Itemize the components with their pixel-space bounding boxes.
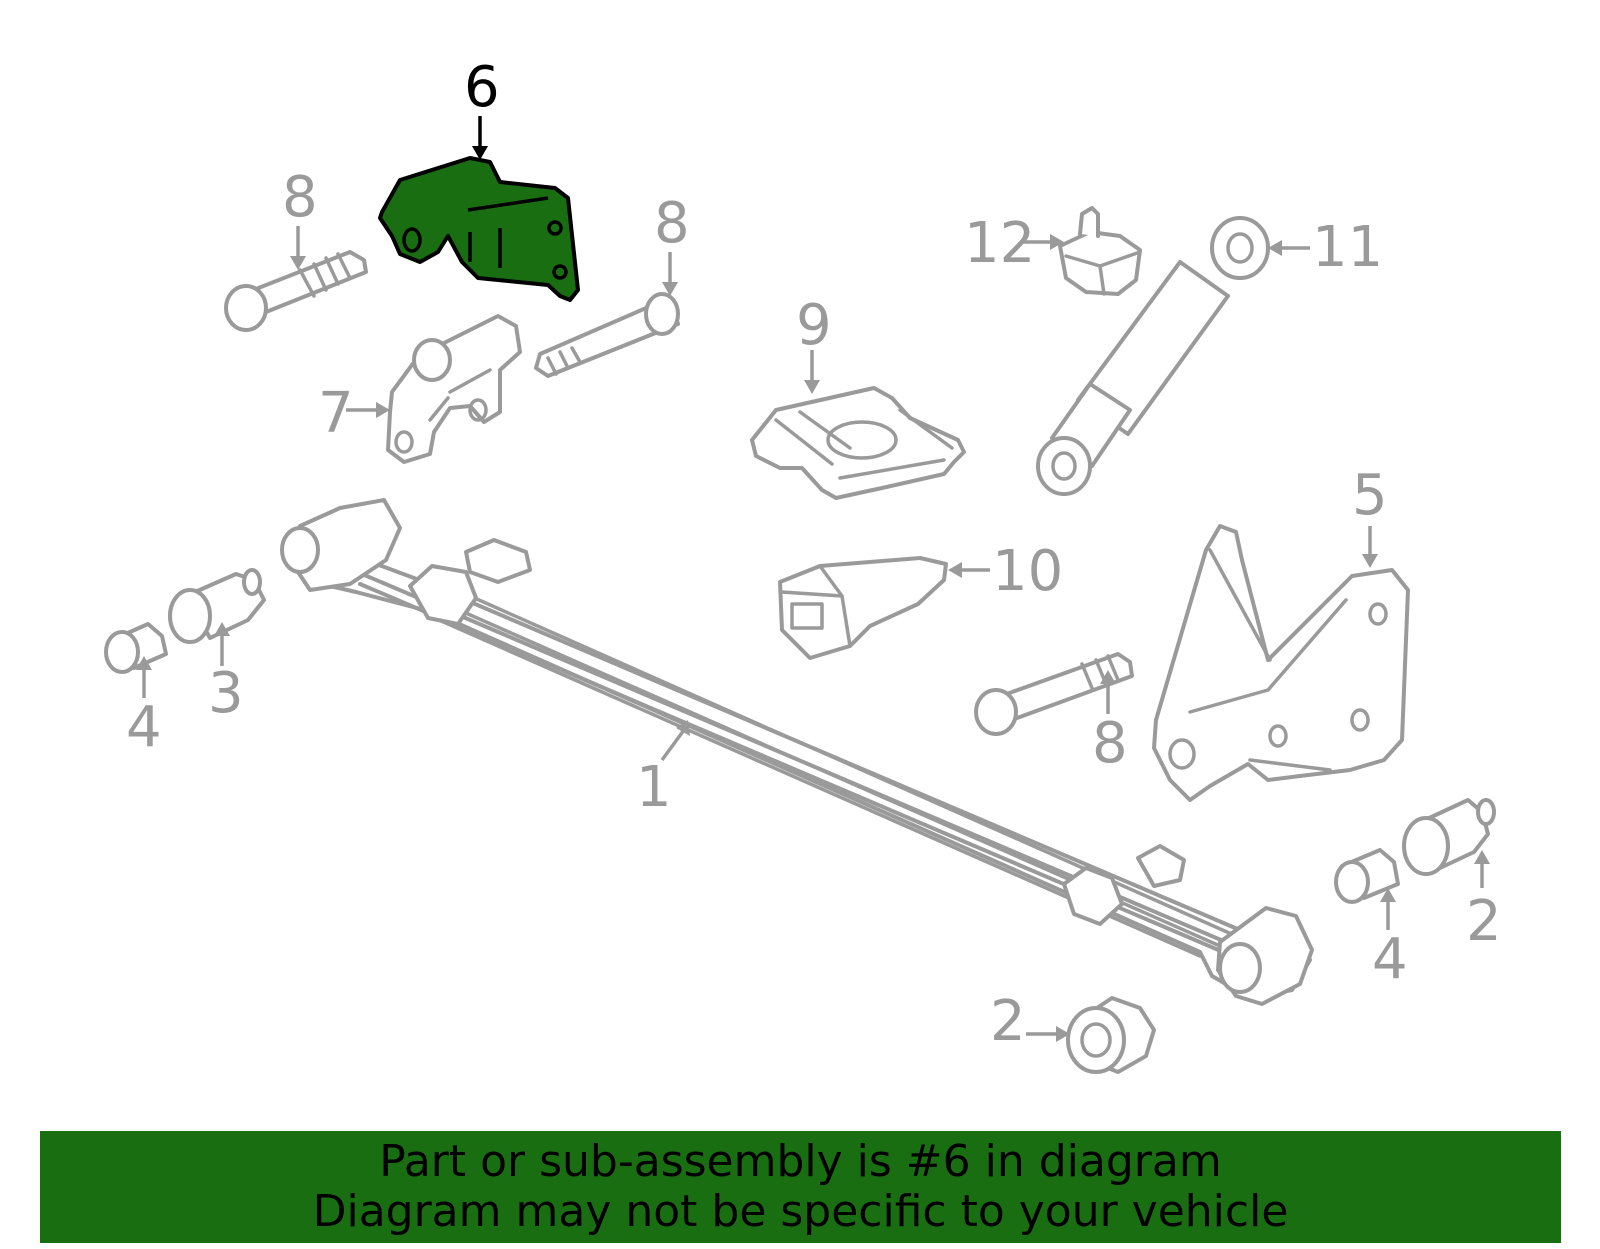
part-1-leaf-spring[interactable] [280,498,1314,1006]
callout-8-right: 8 [1092,711,1128,776]
callout-1: 1 [636,755,672,820]
part-2-bushing-bottom[interactable] [1066,996,1156,1074]
callout-4-left: 4 [126,695,162,760]
callout-10: 10 [992,539,1063,604]
part-2-bushing-right[interactable] [1402,798,1496,876]
callout-4-right: 4 [1372,927,1408,992]
part-4-sleeve-right[interactable] [1334,848,1400,904]
callout-2-bottom: 2 [990,989,1026,1054]
callout-9: 9 [796,293,832,358]
part-8-bolt-right[interactable] [974,652,1134,736]
callout-12: 12 [964,211,1035,276]
part-8-bolt-left[interactable] [224,250,368,332]
part-12-bump-stop[interactable] [1058,206,1142,296]
part-10-bumper[interactable] [778,556,948,660]
callout-7: 7 [318,381,354,446]
part-8-bolt-middle[interactable] [534,292,680,378]
info-banner: Part or sub-assembly is #6 in diagram Di… [40,1131,1561,1243]
part-3-bushing[interactable] [168,568,266,644]
callout-2-right: 2 [1466,889,1502,954]
callout-labels: 6 8 8 7 9 12 11 5 10 8 1 3 4 2 4 2 [126,55,1502,1054]
banner-line-1: Part or sub-assembly is #6 in diagram [379,1136,1222,1187]
callout-6: 6 [464,55,500,120]
callout-11: 11 [1312,215,1383,280]
part-7-shackle[interactable] [386,314,522,464]
callout-8-middle: 8 [654,191,690,256]
callout-3: 3 [208,661,244,726]
banner-line-2: Diagram may not be specific to your vehi… [312,1186,1289,1237]
part-4-sleeve-left[interactable] [104,622,168,674]
part-6-bracket-highlighted[interactable] [378,156,580,302]
part-11-shock-absorber[interactable] [1036,216,1270,496]
callout-5: 5 [1352,463,1388,528]
callout-8-left: 8 [282,165,318,230]
part-9-spring-plate[interactable] [750,386,966,500]
callout-arrows [136,116,1490,1042]
part-5-hanger-bracket[interactable] [1152,524,1410,802]
